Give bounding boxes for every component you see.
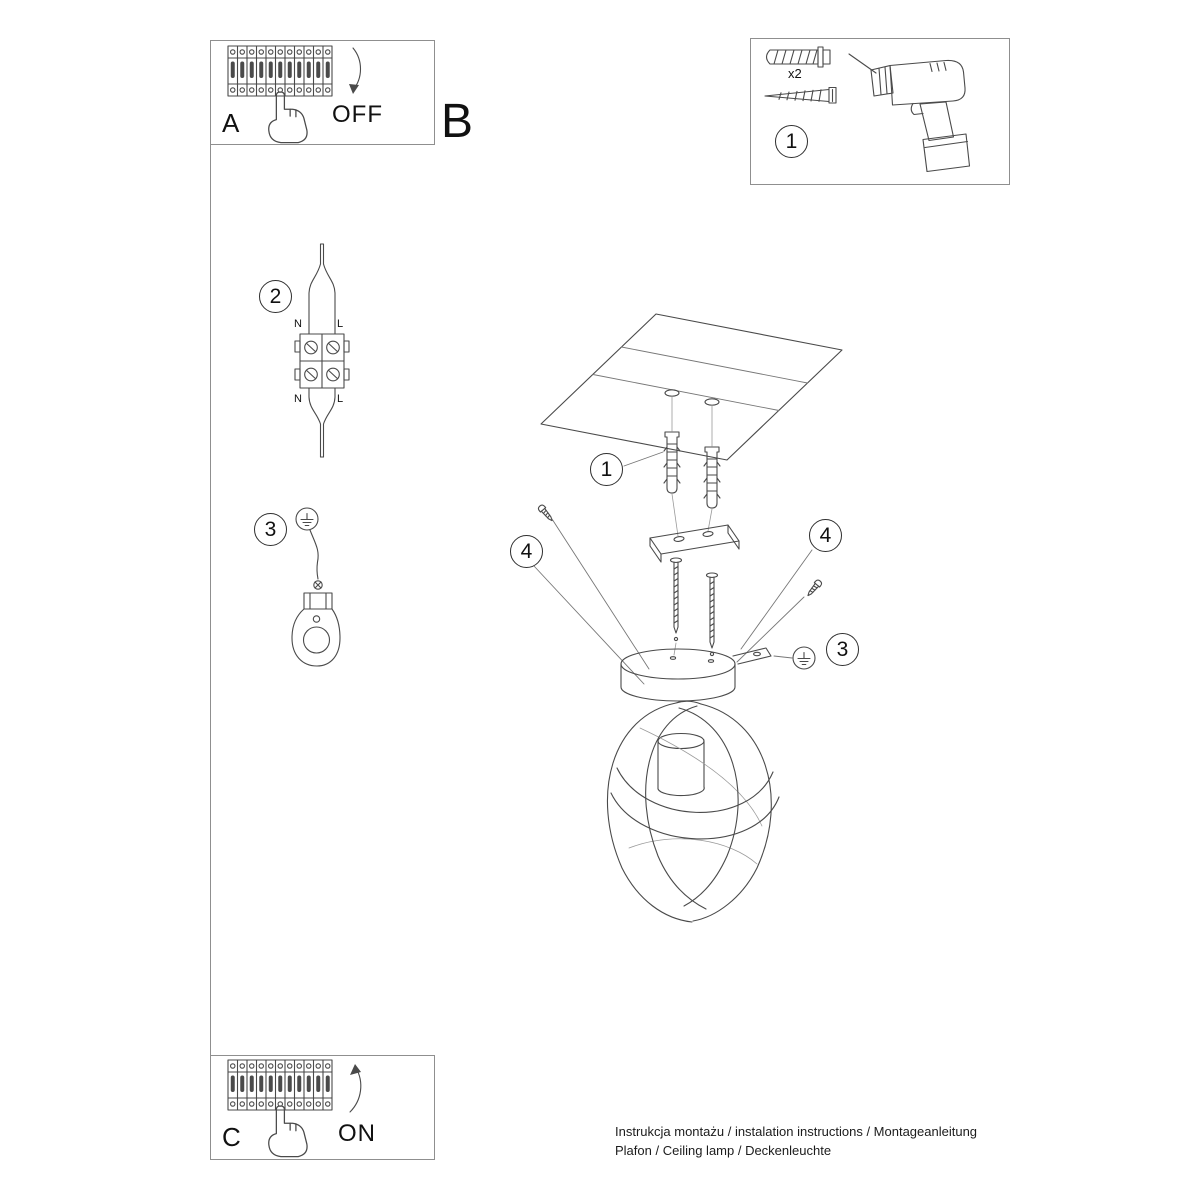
panel-c-label: C: [222, 1122, 241, 1152]
ground-icon: [295, 507, 319, 531]
assembly-callout-3: 3: [826, 633, 859, 666]
anchor-quantity-label: x2: [788, 66, 802, 81]
assembly-callout-4-right: 4: [809, 519, 842, 552]
wire-n-bottom-label: N: [294, 393, 302, 405]
ceiling-panel: [540, 313, 843, 461]
section-b-label: B: [441, 95, 474, 148]
assembly-callout-4-left: 4: [510, 535, 543, 568]
callout-lines: [533, 451, 813, 685]
canopy-screw-right-icon: [804, 578, 824, 599]
footer-product-line: Plafon / Ceiling lamp / Deckenleuchte: [615, 1143, 832, 1158]
pointing-hand-icon: [268, 91, 308, 144]
assembly-callout-1: 1: [590, 453, 623, 486]
step-2-callout: 2: [259, 280, 292, 313]
lamp-socket: [657, 732, 705, 797]
ground-symbol-right: [792, 646, 816, 670]
left-margin-line: [210, 40, 211, 1160]
tools-box: [750, 38, 1010, 185]
footer-title-line: Instrukcja montażu / instalation instruc…: [615, 1124, 978, 1139]
wire-l-top-label: L: [337, 318, 344, 330]
drill-icon: [848, 53, 971, 173]
screw-icon: [764, 86, 837, 104]
ground-icon: [792, 646, 816, 670]
canopy-screw-left-icon: [536, 503, 556, 524]
panel-c-box: [210, 1055, 435, 1160]
lamp-shade: [606, 700, 780, 923]
wire-l-bottom-label: L: [337, 393, 344, 405]
breaker-panel-off-icon: [228, 46, 362, 144]
breaker-panel-on-icon: [228, 1060, 362, 1158]
panel-a-box: [210, 40, 435, 145]
wire-n-top-label: N: [294, 318, 302, 330]
arrow-up-icon: [349, 1067, 362, 1113]
alignment-guide-lines: [671, 395, 713, 656]
wall-plug-icon: [765, 46, 831, 68]
terminal-block-icon: [294, 243, 350, 458]
lamp-canopy: [620, 647, 772, 702]
panel-a-label: A: [222, 108, 240, 138]
mounting-screws: [669, 557, 719, 657]
pointing-hand-icon: [268, 1105, 308, 1158]
ground-terminal-icon: [291, 507, 341, 667]
panel-a-state-off: OFF: [332, 101, 383, 128]
arrow-down-icon: [352, 47, 362, 91]
lamp-shade-back: [628, 727, 763, 865]
mounting-bracket: [649, 524, 740, 563]
tools-callout-1: 1: [775, 125, 808, 158]
step-3-callout: 3: [254, 513, 287, 546]
panel-c-state-on: ON: [338, 1120, 376, 1147]
